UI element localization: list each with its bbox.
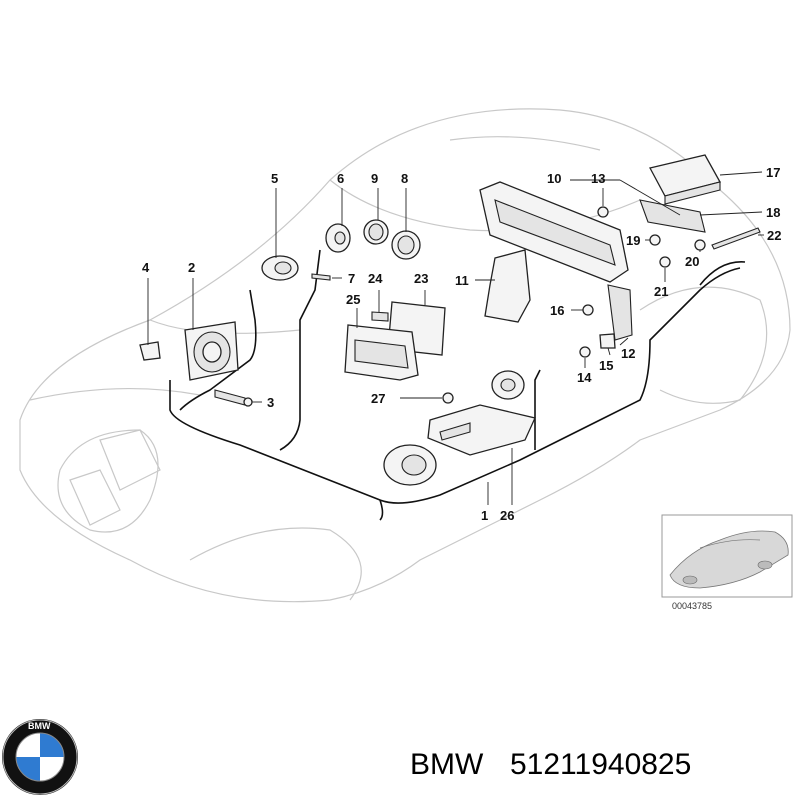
clip-15	[599, 333, 616, 349]
callout-3: 3	[267, 395, 274, 410]
leader-lines	[147, 171, 764, 505]
callout-25: 25	[346, 292, 360, 307]
screw-3	[214, 389, 253, 407]
nut-20	[694, 239, 706, 251]
speaker-rear	[491, 370, 525, 400]
callout-13: 13	[591, 171, 605, 186]
footer: BMW 51211940825	[410, 748, 691, 781]
screw-13	[597, 206, 609, 218]
callout-10: 10	[547, 171, 561, 186]
inset-thumbnail: 00043785	[661, 514, 793, 611]
callout-24: 24	[368, 271, 383, 286]
speaker-2	[184, 321, 239, 381]
callout-11: 11	[455, 273, 469, 288]
ring-8	[391, 230, 421, 260]
screw-7	[311, 273, 331, 281]
callout-4: 4	[142, 260, 150, 275]
amplifier-26	[427, 404, 536, 456]
clip-4	[139, 341, 161, 361]
callout-27: 27	[371, 391, 385, 406]
callout-17: 17	[766, 165, 780, 180]
callout-7: 7	[348, 271, 355, 286]
tray-25	[344, 324, 419, 381]
screw-14	[579, 346, 591, 358]
wiring-harness	[169, 249, 746, 521]
callout-labels: 1 2 3 4 5 6 7 8 9 10 11 12 13 14 15 16 1…	[142, 165, 781, 523]
screw-21	[659, 256, 671, 268]
callout-19: 19	[626, 233, 640, 248]
inset-code: 00043785	[672, 601, 712, 611]
bracket-18	[639, 199, 706, 233]
callout-23: 23	[414, 271, 428, 286]
bmw-logo: BMW	[2, 719, 78, 795]
callout-22: 22	[767, 228, 781, 243]
callout-5: 5	[271, 171, 278, 186]
callout-1: 1	[481, 508, 488, 523]
nut-16	[582, 304, 594, 316]
callout-12: 12	[621, 346, 635, 361]
callout-15: 15	[599, 358, 613, 373]
tweeter-5	[261, 255, 299, 281]
callout-6: 6	[337, 171, 344, 186]
callout-9: 9	[371, 171, 378, 186]
brand-name: BMW	[410, 748, 484, 781]
logo-letters: BMW	[28, 721, 51, 731]
ring-9	[363, 219, 389, 245]
duct-11	[484, 249, 531, 323]
callout-8: 8	[401, 171, 408, 186]
panel-10	[479, 181, 629, 283]
speaker-front	[383, 444, 437, 486]
callout-2: 2	[188, 260, 195, 275]
callout-26: 26	[500, 508, 514, 523]
callout-21: 21	[654, 284, 668, 299]
strip-22	[711, 227, 761, 250]
part-number: 51211940825	[510, 748, 691, 781]
callout-18: 18	[766, 205, 780, 220]
module-17	[649, 154, 721, 205]
callout-14: 14	[577, 370, 592, 385]
clip-24	[371, 311, 389, 322]
screw-19	[649, 234, 661, 246]
bracket-12	[607, 284, 633, 341]
tweeter-6	[325, 223, 351, 253]
callout-20: 20	[685, 254, 699, 269]
callout-16: 16	[550, 303, 564, 318]
screw-27	[442, 392, 454, 404]
